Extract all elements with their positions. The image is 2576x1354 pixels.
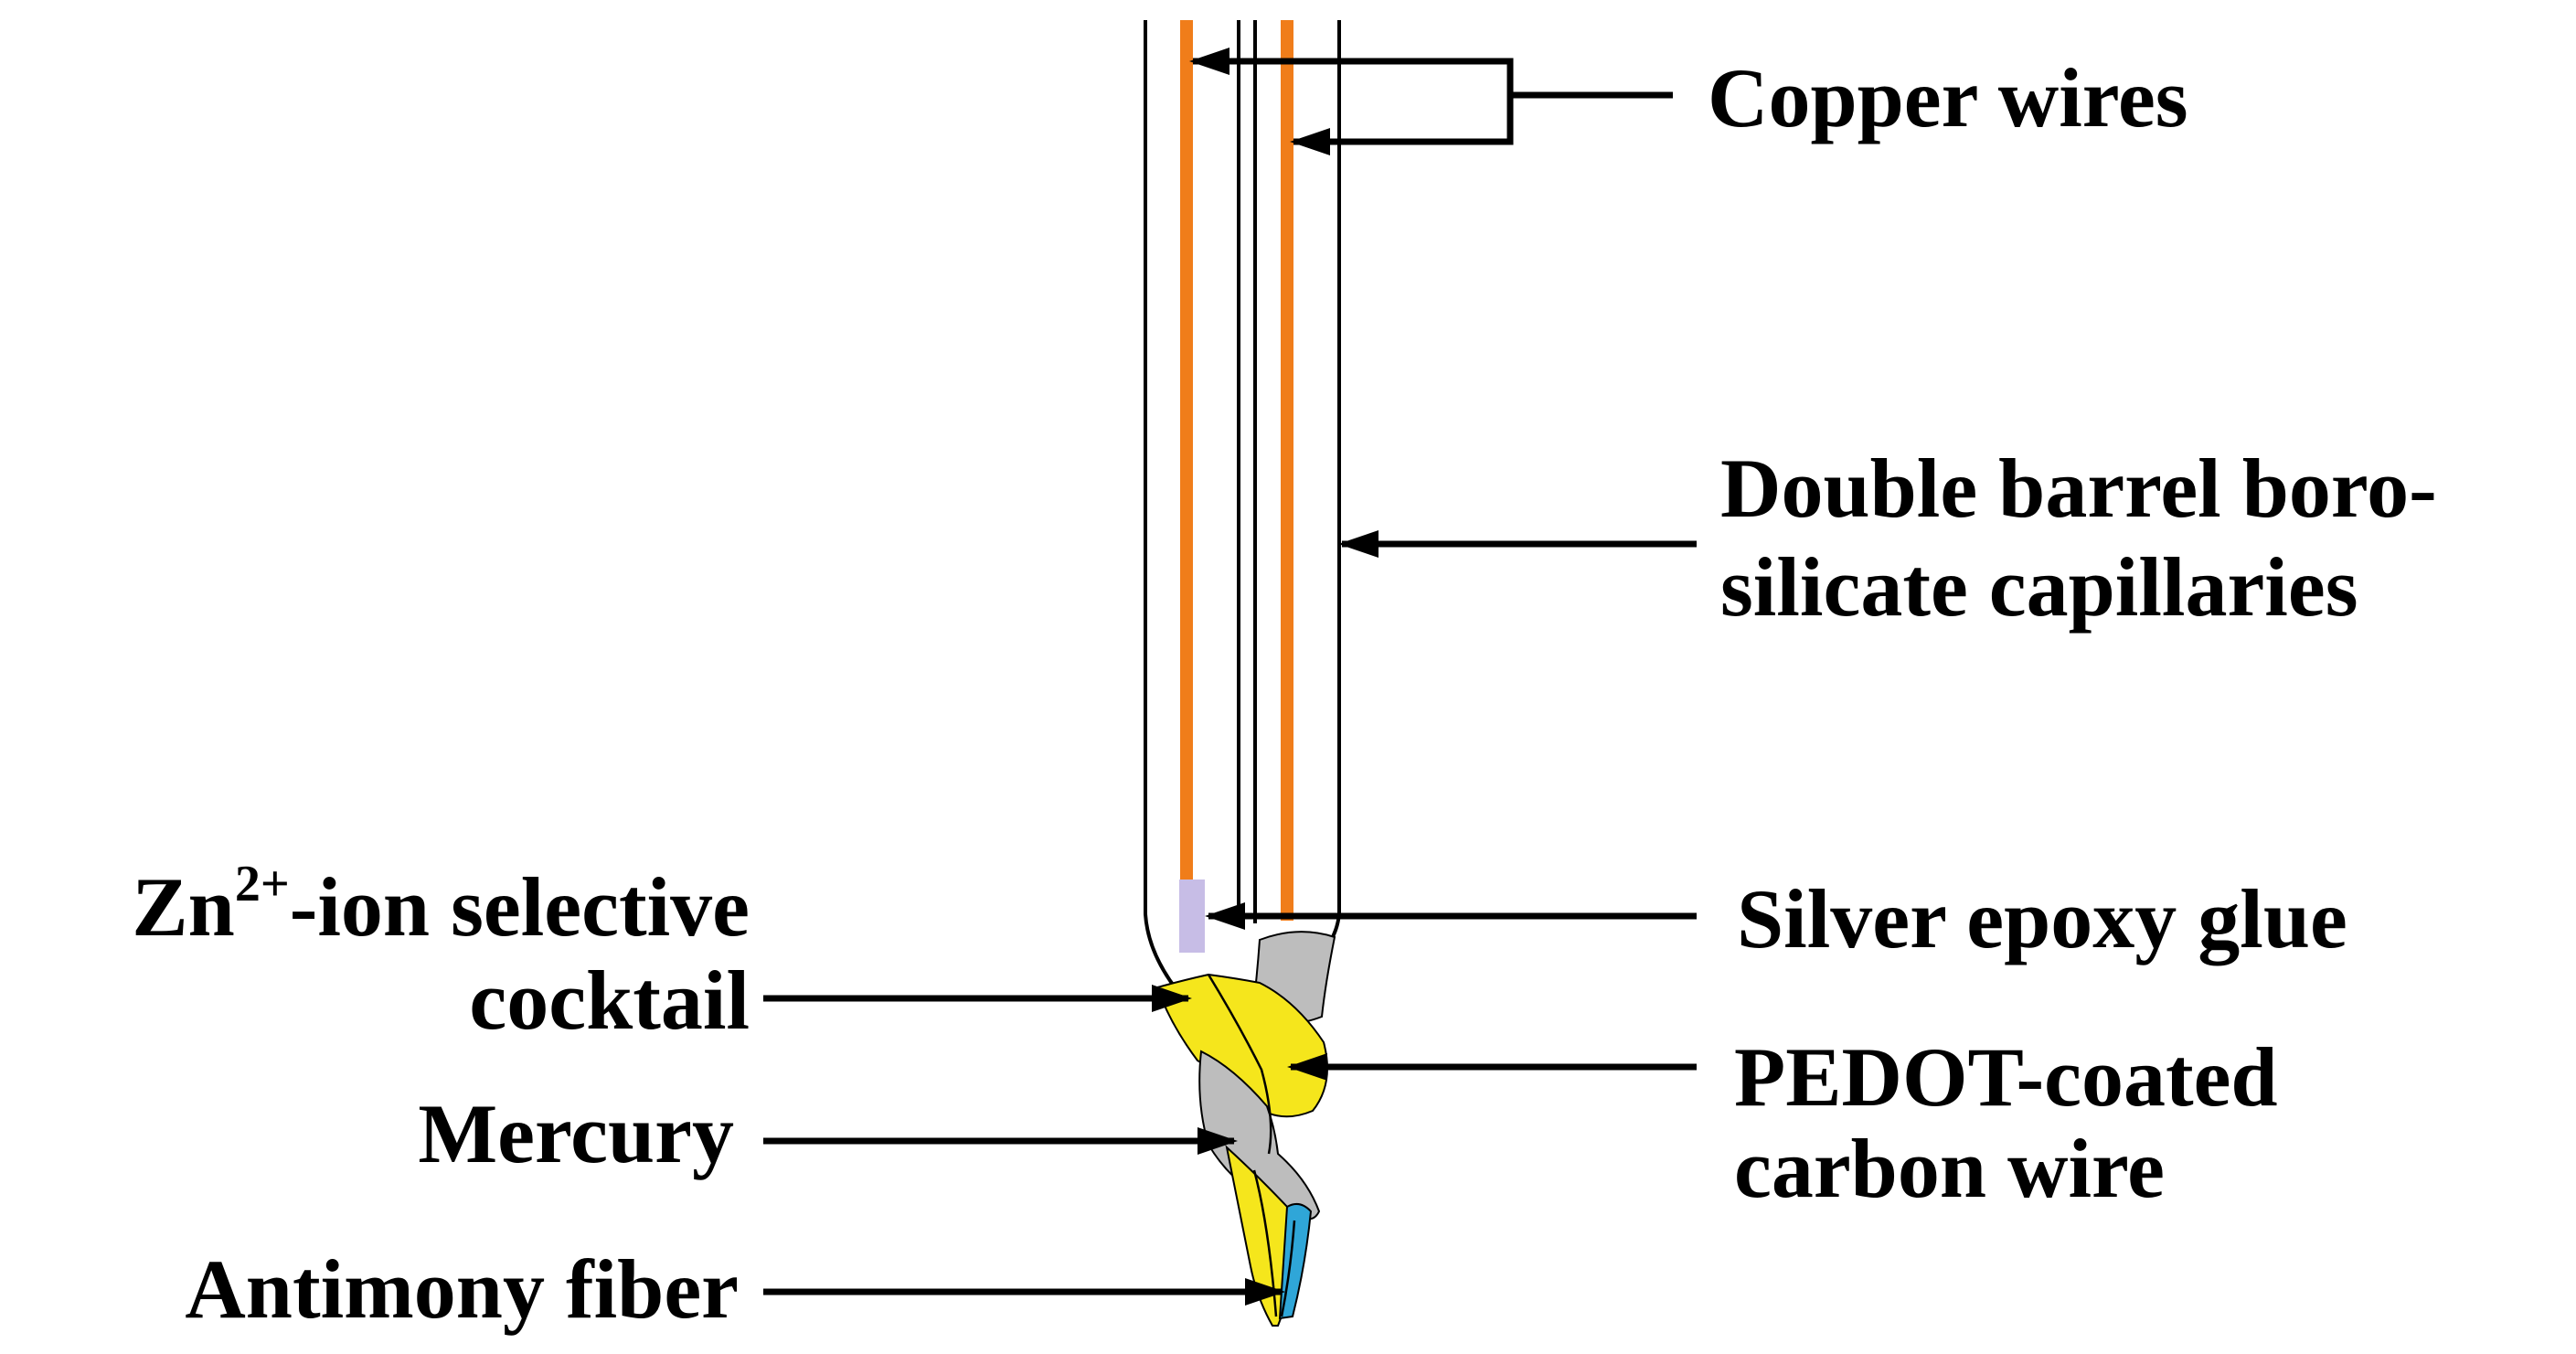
tip-assembly — [1155, 931, 1336, 1327]
label-mercury: Mercury — [418, 1087, 734, 1180]
copper-wires-bracket-lower — [1290, 95, 1514, 155]
capillary-outer-right-wall — [1321, 20, 1341, 953]
copper-wire-left — [1180, 20, 1193, 880]
copper-wires-bracket — [1189, 48, 1673, 99]
cocktail-upper — [1155, 973, 1328, 1118]
label-pedot-line1: PEDOT-coated — [1734, 1030, 2278, 1124]
antimony-fiber-strand — [1280, 1220, 1296, 1317]
capillary-outer-left-wall — [1144, 20, 1184, 998]
capillary-walls — [1144, 20, 1341, 998]
label-zn-cocktail-line2: cocktail — [469, 954, 750, 1047]
label-pedot-line2: carbon wire — [1734, 1122, 2166, 1215]
leader-lines — [763, 48, 1697, 1306]
label-zn-symbol: Zn — [132, 860, 235, 954]
silver-epoxy-glue — [1179, 880, 1205, 953]
label-silver-epoxy-glue: Silver epoxy glue — [1737, 872, 2347, 965]
label-zn-charge: 2+ — [234, 856, 290, 912]
label-capillaries-line1: Double barrel boro- — [1720, 442, 2437, 535]
label-capillaries-line2: silicate capillaries — [1720, 540, 2358, 634]
pedot-carbon-wire-strand — [1207, 974, 1272, 1155]
label-copper-wires: Copper wires — [1708, 51, 2188, 144]
copper-wire-right — [1281, 20, 1293, 921]
label-zn-suffix: -ion selective — [289, 860, 750, 954]
label-antimony-fiber: Antimony fiber — [185, 1242, 739, 1336]
copper-wires — [1180, 20, 1293, 921]
label-zn-cocktail-line1: Zn2+-ion selective — [132, 858, 750, 954]
